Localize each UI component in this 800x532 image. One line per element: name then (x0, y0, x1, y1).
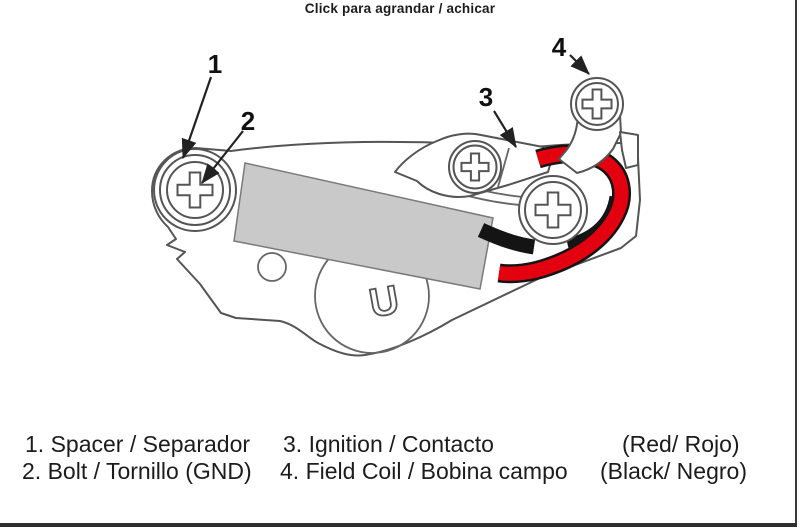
callout-2: 2 (241, 106, 255, 136)
frame-border-bottom (0, 523, 797, 527)
legend-wire-black: (Black/ Negro) (600, 458, 747, 484)
callout-arrow-4 (569, 54, 590, 75)
callout-arrow-1 (181, 76, 213, 160)
spacer-and-bolt (153, 148, 237, 232)
callout-1: 1 (208, 49, 222, 79)
callout-3: 3 (479, 82, 493, 112)
legend-item-field-coil: 4. Field Coil / Bobina campo (280, 458, 568, 484)
legend-item-ignition: 3. Ignition / Contacto (283, 431, 494, 457)
ignition-screw (448, 140, 502, 194)
ignition-tab-line (497, 147, 510, 188)
callout-arrow-3 (493, 110, 517, 148)
field-coil-screw (570, 77, 624, 131)
callout-4: 4 (552, 32, 567, 62)
legend-wire-red: (Red/ Rojo) (622, 431, 740, 457)
legend-item-spacer: 1. Spacer / Separador (25, 431, 251, 457)
frame-border-right (795, 0, 797, 527)
black-wire (477, 223, 536, 255)
legend-item-bolt: 2. Bolt / Tornillo (GND) (22, 458, 252, 484)
body-hole (257, 252, 287, 282)
component-block (233, 162, 494, 290)
diagram-image[interactable]: U (0, 0, 800, 420)
center-terminal-screw (518, 175, 588, 245)
zoom-caption: Click para agrandar / achicar (304, 1, 496, 16)
mount-flag (619, 131, 639, 169)
callout-arrow-2 (201, 130, 244, 184)
